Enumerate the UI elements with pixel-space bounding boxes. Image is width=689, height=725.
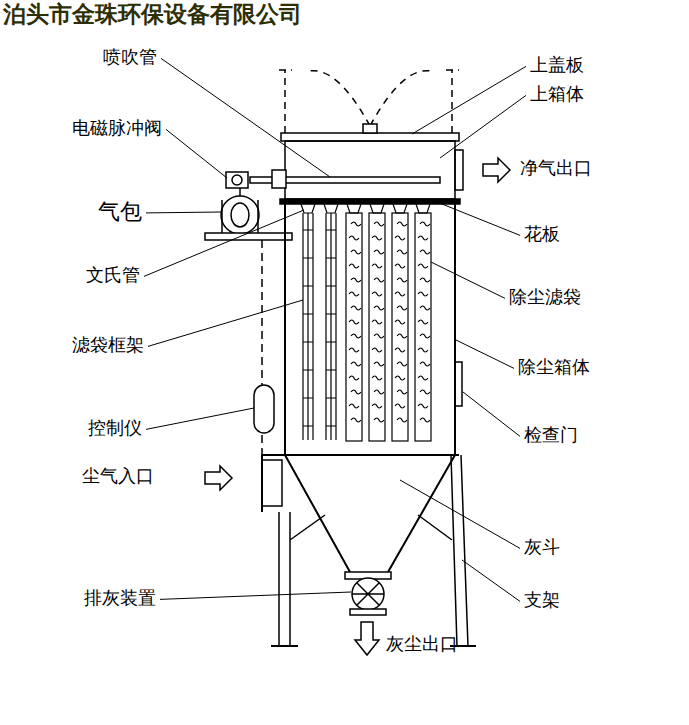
leader-line	[400, 480, 520, 548]
controller	[254, 385, 274, 433]
hopper-top	[262, 454, 459, 456]
part-label: 文氏管	[86, 265, 140, 286]
air-manifold	[221, 196, 259, 234]
leader-line	[462, 560, 520, 601]
part-label: 检查门	[524, 425, 578, 446]
venturi	[301, 204, 315, 213]
part-label: 排灰装置	[84, 588, 156, 609]
valve-flange	[350, 609, 386, 615]
rotary-valve	[352, 578, 384, 610]
filter-bag	[415, 213, 431, 441]
filter-bag	[346, 213, 362, 441]
part-label: 灰斗	[524, 537, 560, 558]
dust-outlet-arrow	[355, 622, 379, 655]
manifold-bracket	[205, 233, 292, 240]
leader-line	[161, 58, 330, 177]
leader-line	[166, 129, 227, 178]
tube-sheet	[280, 199, 460, 204]
filter-bag	[392, 213, 408, 441]
part-label: 灰尘出口	[386, 634, 458, 655]
rotary-vanes	[352, 583, 384, 605]
part-label: 滤袋框架	[72, 335, 144, 356]
valve-stem	[239, 188, 241, 196]
clean-outlet-flange	[455, 150, 463, 190]
leader-line	[146, 212, 221, 214]
leader-line	[146, 408, 254, 429]
part-label: 支架	[524, 590, 560, 611]
leader-line	[431, 262, 505, 298]
outlet-arrow	[483, 158, 510, 182]
part-label: 花板	[524, 224, 560, 245]
upper-box	[285, 141, 455, 199]
venturi	[393, 204, 407, 213]
valve-coil	[232, 175, 242, 185]
bag-texture	[418, 222, 430, 422]
part-label: 净气出口	[520, 158, 592, 179]
filter-bags	[301, 204, 431, 441]
leader-line	[432, 200, 520, 235]
leader-line	[144, 210, 304, 276]
venturi	[324, 204, 338, 213]
inlet-flange	[261, 455, 263, 512]
cover-handle	[363, 124, 377, 133]
leader-line	[148, 300, 303, 346]
lid-swing-line	[279, 70, 459, 133]
hopper-side	[285, 455, 455, 572]
leader-line	[463, 392, 520, 436]
leader-line	[456, 340, 514, 368]
bag-texture	[372, 222, 384, 422]
pipe-joint	[272, 170, 286, 188]
collector-drawing	[205, 70, 510, 655]
part-label: 尘气入口	[82, 466, 154, 487]
top-cover-plate	[281, 133, 459, 141]
leader-line	[440, 95, 526, 158]
leader-line	[160, 592, 351, 599]
part-label: 上箱体	[530, 84, 584, 105]
bag-texture	[395, 222, 407, 422]
bag-frame	[326, 213, 336, 440]
housing-wall	[285, 204, 455, 455]
dust-inlet	[262, 460, 282, 506]
leader-lines	[144, 58, 526, 601]
inlet-arrow	[205, 466, 232, 490]
part-label: 电磁脉冲阀	[72, 118, 162, 139]
part-label: 除尘箱体	[518, 357, 590, 378]
venturi	[416, 204, 430, 213]
venturi	[347, 204, 361, 213]
filter-bag	[369, 213, 385, 441]
bag-frame	[303, 213, 313, 440]
support-leg	[418, 455, 468, 646]
company-title: 泊头市金珠环保设备有限公司	[3, 1, 302, 27]
support-leg	[279, 512, 325, 646]
leader-line	[412, 66, 526, 134]
pulse-valve	[226, 172, 248, 188]
inspection-door	[455, 362, 462, 406]
bag-texture	[349, 222, 361, 422]
venturi	[370, 204, 384, 213]
part-label: 除尘滤袋	[509, 287, 581, 308]
lid-swing-arc	[305, 71, 435, 126]
part-label: 气包	[98, 199, 142, 224]
manifold-end	[231, 203, 249, 227]
part-label: 控制仪	[88, 418, 142, 439]
part-label: 上盖板	[530, 55, 584, 76]
part-label: 喷吹管	[103, 47, 157, 68]
